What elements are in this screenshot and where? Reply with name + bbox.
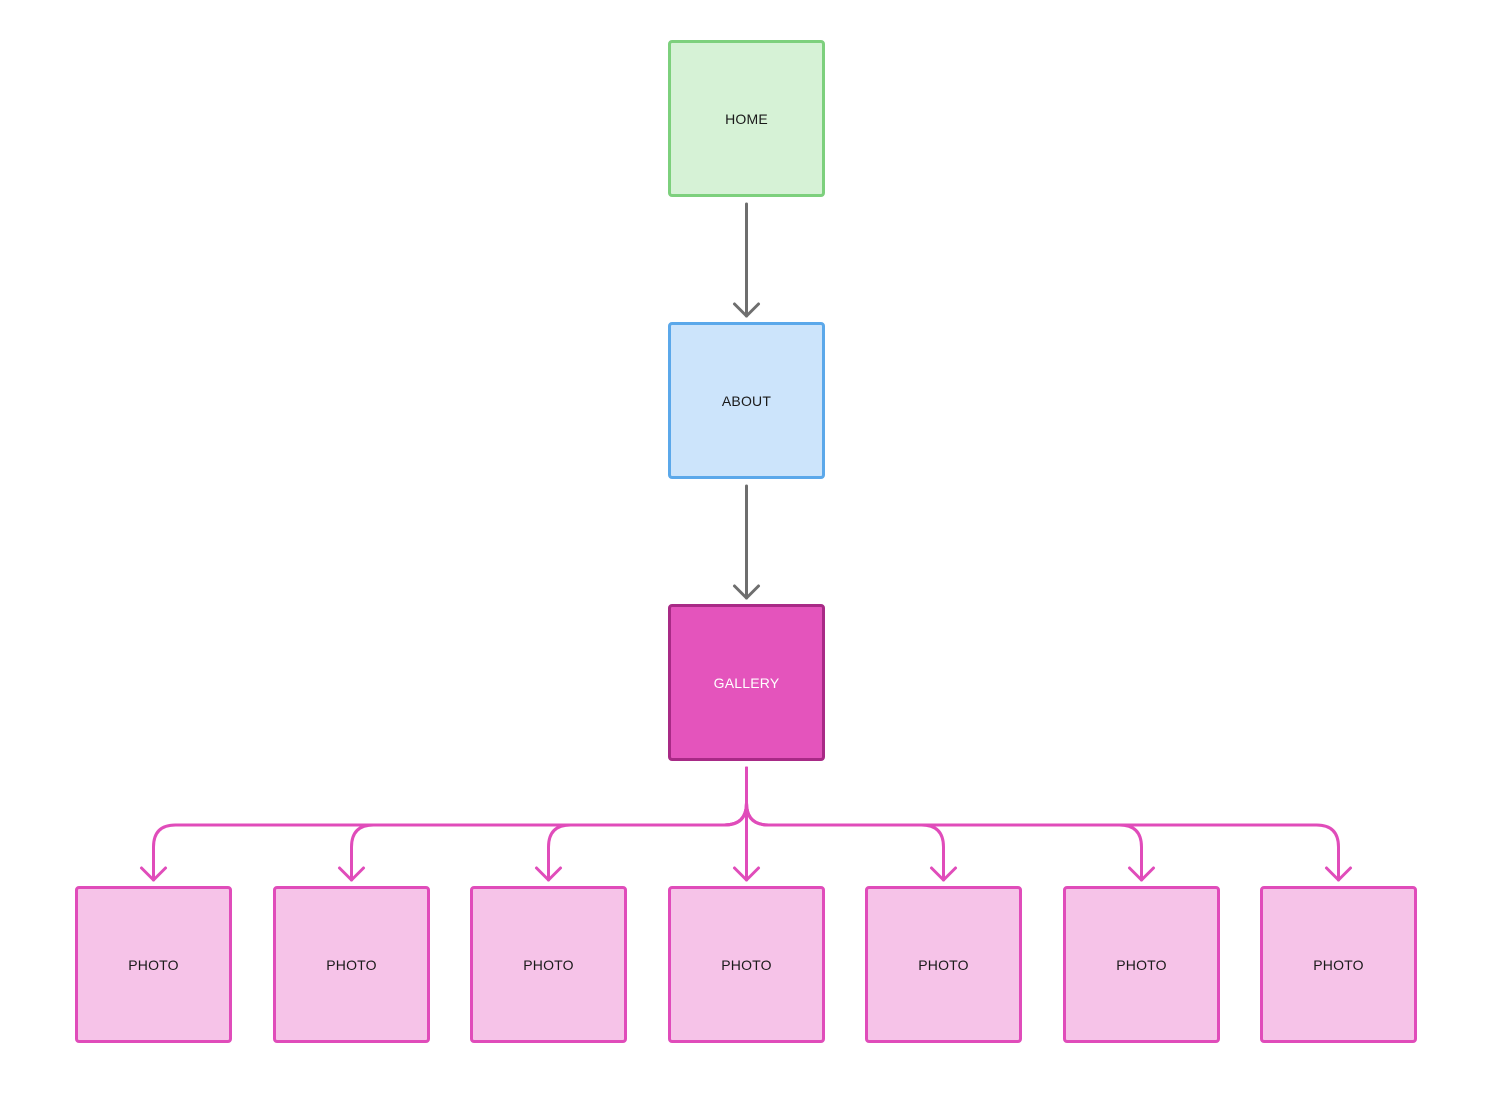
arrow-head-photo-5 [930,866,957,882]
pink-edges [140,766,1352,882]
edge-gallery-photo-7 [745,766,1340,882]
photo-node-5[interactable]: PHOTO [865,886,1022,1043]
arrow-head-photo-1 [140,866,167,882]
arrow-head-about [733,302,760,318]
photo-node-3[interactable]: PHOTO [470,886,627,1043]
photo-node-4[interactable]: PHOTO [668,886,825,1043]
arrow-head-photo-7 [1325,866,1352,882]
arrow-head-photo-3 [535,866,562,882]
photo-node-7[interactable]: PHOTO [1260,886,1417,1043]
gallery-node[interactable]: GALLERY [668,604,825,761]
edge-gallery-photo-3 [547,766,748,882]
arrow-head-gallery [733,584,760,600]
arrow-head-photo-4 [733,866,760,882]
arrow-head-photo-2 [338,866,365,882]
home-node[interactable]: HOME [668,40,825,197]
photo-node-6[interactable]: PHOTO [1063,886,1220,1043]
arrow-head-photo-6 [1128,866,1155,882]
gray-edges [733,202,760,600]
photo-node-2[interactable]: PHOTO [273,886,430,1043]
about-node[interactable]: ABOUT [668,322,825,479]
photo-node-1[interactable]: PHOTO [75,886,232,1043]
